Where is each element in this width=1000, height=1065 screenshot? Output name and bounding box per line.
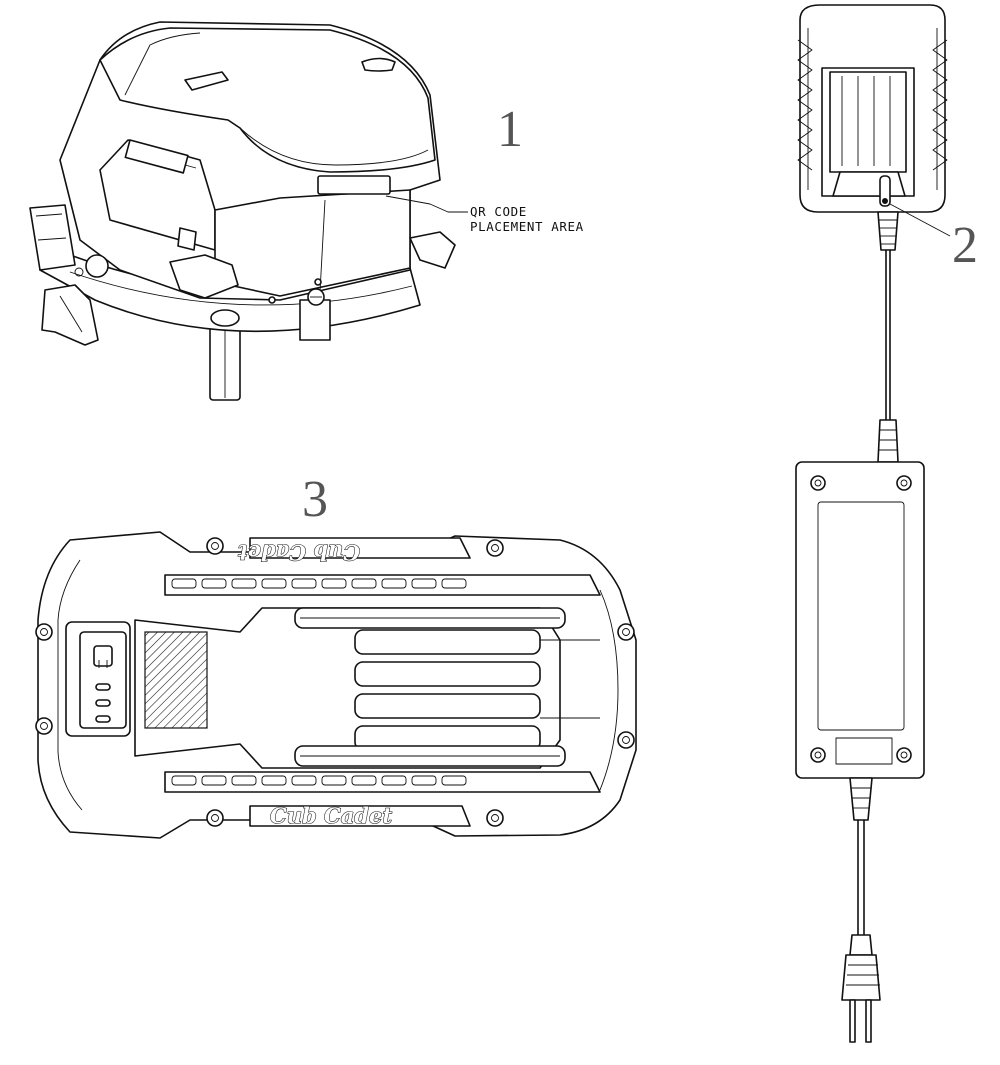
charge-led-icon bbox=[95, 715, 111, 723]
battery-pack-drawing: Cub Cadet Cub Cadet bbox=[35, 531, 637, 839]
power-button-icon[interactable] bbox=[93, 645, 113, 667]
qr-code-placement-area bbox=[317, 175, 391, 195]
item-2-number: 2 bbox=[952, 217, 978, 274]
charge-led-icon bbox=[879, 175, 891, 207]
qr-code-callout-line-1: QR CODE bbox=[470, 204, 527, 219]
screw-head-icon bbox=[35, 537, 635, 827]
ac-plug-icon bbox=[841, 934, 881, 1043]
charge-led-icon bbox=[95, 683, 111, 691]
screw-head-icon bbox=[810, 475, 912, 763]
qr-code-callout-line-2: PLACEMENT AREA bbox=[470, 219, 584, 234]
item-3-number: 3 bbox=[302, 471, 328, 528]
brand-logo-top: Cub Cadet bbox=[238, 540, 360, 565]
charger-drawing bbox=[795, 4, 948, 1043]
item-1-number: 1 bbox=[497, 101, 523, 158]
brand-logo-bottom: Cub Cadet bbox=[270, 803, 392, 828]
qr-code-callout: QR CODE PLACEMENT AREA bbox=[385, 195, 584, 234]
charge-led-icon bbox=[95, 699, 111, 707]
tool-head-drawing bbox=[29, 21, 456, 401]
